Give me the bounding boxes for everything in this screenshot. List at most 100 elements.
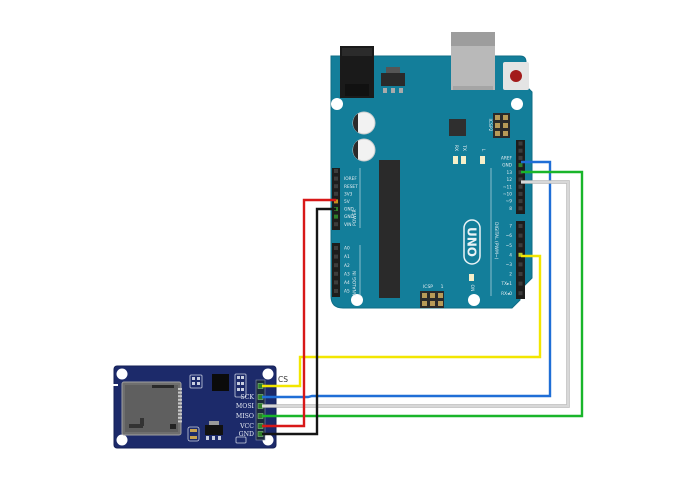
voltage-regulator	[381, 67, 405, 93]
atmega-microcontroller	[379, 160, 400, 298]
slot-contact	[178, 388, 182, 390]
mounting-hole	[351, 294, 363, 306]
header-pin[interactable]	[518, 177, 523, 182]
header-pin[interactable]	[334, 271, 338, 276]
slot-contact	[178, 402, 182, 405]
tx-led-label: TX	[461, 144, 467, 151]
digital-pin-label: ~3	[506, 262, 513, 268]
header-pin[interactable]	[334, 289, 338, 293]
arduino-uno-board: ICSP 2 RX TX L UNO ON	[330, 32, 533, 309]
wire-vcc-to-5v[interactable]	[262, 198, 336, 428]
digital-pin-label: 12	[507, 177, 513, 183]
analog-pin-label: A2	[344, 263, 350, 269]
uno-logo-text: UNO	[465, 227, 479, 257]
icsp-label: ICSP	[423, 284, 433, 290]
header-pin[interactable]	[518, 155, 523, 160]
header-pin[interactable]	[518, 191, 523, 196]
header-pin[interactable]	[334, 184, 338, 189]
header-pin[interactable]	[334, 222, 338, 227]
wire-mosi-to-d11[interactable]	[262, 180, 570, 408]
header-pin[interactable]	[334, 169, 338, 173]
digital-pin-label: TX▸1	[501, 281, 513, 287]
mounting-hole	[511, 98, 523, 110]
power-pin-label: GND	[344, 207, 355, 213]
dc-power-jack	[340, 46, 374, 98]
sd-pin-label-sck: SCK	[240, 394, 254, 401]
header-pin[interactable]	[334, 214, 338, 219]
status-leds: RX TX L	[453, 144, 486, 164]
header-pin[interactable]	[518, 262, 523, 267]
wire-cs-to-d4[interactable]	[262, 254, 542, 388]
on-led-label: ON	[469, 285, 475, 292]
header-pin[interactable]	[334, 263, 338, 268]
digital-pin-label: AREF	[501, 156, 513, 162]
usb-interface-chip	[449, 119, 466, 136]
digital-pin-label: ~6	[506, 233, 513, 239]
l-led-label: L	[480, 149, 486, 152]
header-pin[interactable]	[334, 199, 338, 204]
sd-pin-label-miso: MISO	[236, 413, 254, 420]
power-pin-label: 5V	[344, 199, 350, 205]
header-pin[interactable]	[518, 272, 523, 276]
header-pin[interactable]	[518, 141, 523, 146]
header-pin[interactable]	[334, 254, 338, 259]
smd-component	[234, 373, 247, 398]
power-pin-label: 3V3	[344, 191, 353, 197]
digital-pin-label: 13	[507, 170, 513, 176]
wire-miso-to-d12[interactable]	[262, 170, 584, 418]
wires	[262, 160, 584, 436]
power-pin-label: GND	[344, 214, 355, 220]
header-pin[interactable]	[334, 246, 338, 250]
slot-contact	[178, 398, 182, 401]
wire-gnd-to-gnd[interactable]	[262, 207, 336, 436]
header-pin[interactable]	[518, 281, 523, 286]
sd-pin-label-gnd: GND	[239, 431, 254, 438]
header-pin[interactable]	[518, 184, 523, 189]
header-pin[interactable]	[518, 224, 523, 228]
analog-pin-label: A5	[344, 289, 350, 295]
header-pin[interactable]	[518, 233, 523, 238]
slot-contact	[178, 416, 182, 419]
header-pin[interactable]	[334, 280, 338, 285]
header-pin[interactable]	[518, 291, 523, 296]
digital-pin-label: 8	[509, 206, 512, 212]
power-pin-label: IOREF	[344, 176, 357, 182]
power-pin-label: RESET	[344, 184, 358, 190]
voltage-regulator	[205, 421, 223, 440]
header-pin[interactable]	[334, 176, 338, 181]
mounting-hole	[331, 98, 343, 110]
wire-sck-to-d13[interactable]	[262, 160, 552, 399]
usb-connector	[451, 32, 495, 90]
header-pin[interactable]	[518, 206, 523, 211]
mounting-hole	[116, 434, 128, 446]
cs-wire-label: CS	[278, 375, 288, 384]
header-pin[interactable]	[518, 170, 523, 175]
digital-pin-label: RX◂0	[501, 291, 512, 297]
header-pin[interactable]	[518, 199, 523, 204]
slot-contact	[178, 391, 182, 394]
reset-button	[503, 62, 529, 90]
sd-card-slot	[121, 381, 182, 436]
header-pin[interactable]	[518, 243, 523, 248]
digital-pin-label: 2	[509, 272, 512, 278]
header-pin[interactable]	[518, 252, 523, 257]
analog-pin-label: A0	[344, 246, 350, 252]
digital-pin-label: GND	[502, 163, 513, 169]
mounting-hole	[262, 368, 274, 380]
on-led: ON	[469, 274, 475, 291]
header-pin[interactable]	[334, 191, 338, 196]
sd-pin-label-mosi: MOSI	[236, 403, 255, 410]
digital-pin-label: ~9	[506, 199, 513, 205]
digital-group-label: DIGITAL (PWM~)	[493, 222, 499, 260]
slot-contact	[178, 413, 182, 416]
power-pin-label: VIN	[344, 222, 351, 228]
capacitor	[352, 138, 376, 162]
header-pin[interactable]	[518, 148, 523, 153]
smd-component	[187, 426, 200, 442]
header-pin[interactable]	[518, 163, 523, 168]
